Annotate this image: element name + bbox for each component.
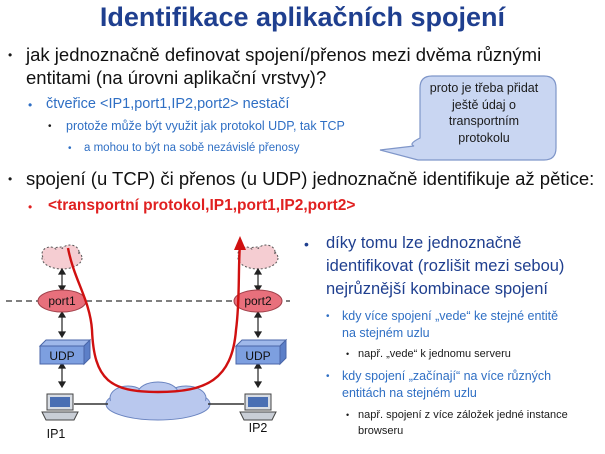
right-l3-b2: browseru <box>358 425 404 437</box>
right-l2-b2: entitách na stejném uzlu <box>342 386 477 400</box>
ip1-label: IP1 <box>47 427 66 441</box>
path-arrowhead <box>234 236 246 250</box>
bullet-1-sub-sub: protože může být využit jak protokol UDP… <box>66 119 345 133</box>
app-cloud-right <box>237 244 279 270</box>
bullet-2-sub: <transportní protokol,IP1,port1,IP2,port… <box>48 197 356 214</box>
double-arrow-icon <box>57 267 263 389</box>
right-l3-b1: např. spojení z více záložek jedné insta… <box>358 409 568 421</box>
port2-label: port2 <box>244 294 272 308</box>
udp-box-left <box>38 338 92 366</box>
port2-oval <box>233 289 283 313</box>
right-l3-a: např. „vede“ k jednomu serveru <box>358 348 511 360</box>
computer-icon-left <box>41 393 79 421</box>
bullet-1-line2: entitami (na úrovni aplikační vrstvy)? <box>26 67 327 88</box>
bullet-1-sub: čtveřice <IP1,port1,IP2,port2> nestačí <box>46 96 290 112</box>
bullet-2: spojení (u TCP) či přenos (u UDP) jednoz… <box>26 168 595 189</box>
bullet-dot: • <box>346 349 350 359</box>
right-l1-b: identifikovat (rozlišit mezi sebou) <box>326 257 565 275</box>
bullet-dot: • <box>28 98 33 112</box>
page-title: Identifikace aplikačních spojení <box>99 2 506 32</box>
right-l1-c: nejrůznější kombinace spojení <box>326 280 548 298</box>
ip2-label: IP2 <box>249 421 268 435</box>
right-l1-a: díky tomu lze jednoznačně <box>326 234 522 252</box>
app-cloud-left <box>41 244 83 270</box>
bullet-dot: • <box>326 371 330 382</box>
right-l2-a2: na stejném uzlu <box>342 326 430 340</box>
bullet-dot: • <box>304 236 309 252</box>
bullet-dot: • <box>8 48 13 62</box>
port1-label: port1 <box>48 294 76 308</box>
connection-path <box>66 243 242 394</box>
network-cloud <box>105 381 211 421</box>
right-l2-b1: kdy spojení „začínají“ na více různých <box>342 369 552 383</box>
bullet-dot: • <box>68 143 72 154</box>
bullet-dot: • <box>28 200 33 214</box>
right-l2-a1: kdy více spojení „vede“ ke stejné entitě <box>342 309 559 323</box>
computer-icon-right <box>239 393 277 421</box>
bullet-dot: • <box>48 121 52 132</box>
udp-left-label: UDP <box>49 349 74 363</box>
bullet-1-sub-sub-sub: a mohou to být na sobě nezávislé přenosy <box>84 142 300 154</box>
udp-right-label: UDP <box>245 349 270 363</box>
udp-box-right <box>234 338 288 366</box>
callout-text: proto je třeba přidat ještě údaj o trans… <box>429 81 539 145</box>
bullet-1-line1: jak jednoznačně definovat spojení/přenos… <box>26 44 542 65</box>
bullet-dot: • <box>346 410 350 420</box>
bullet-dot: • <box>326 311 330 322</box>
bullet-dot: • <box>8 172 13 186</box>
